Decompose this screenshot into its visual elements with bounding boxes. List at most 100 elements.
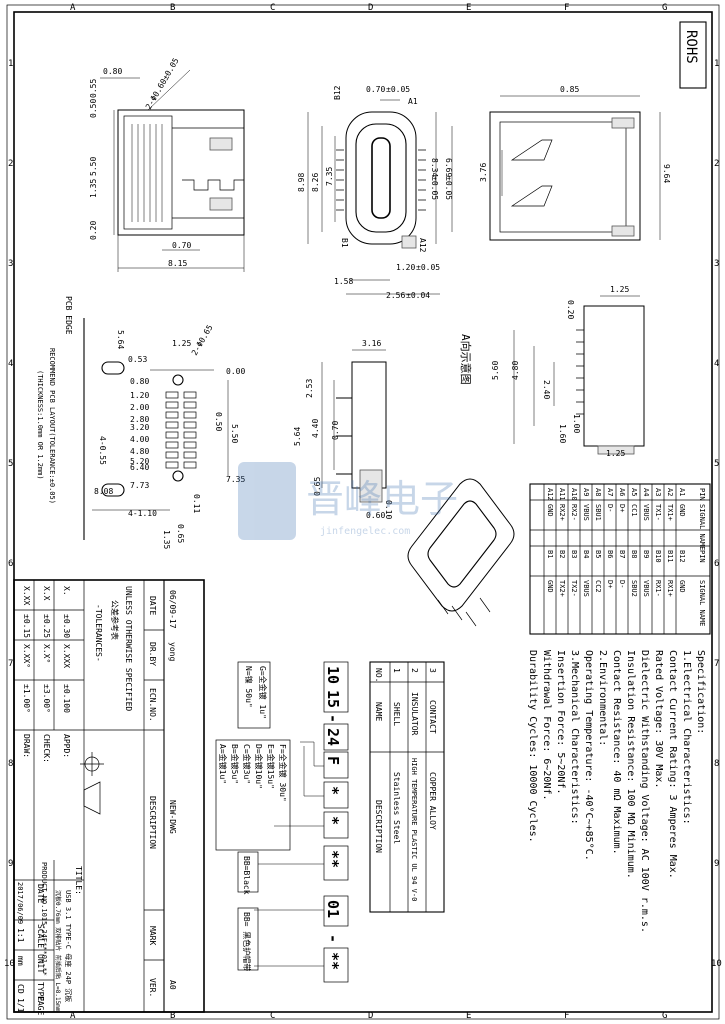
pn-frame	[323, 811, 349, 839]
projection-symbol-icon	[80, 752, 104, 815]
pcb-title: (THICKNESS:1.0mm OR 1.2mm)	[36, 370, 44, 480]
pn-box: 10	[324, 666, 342, 684]
zone-number: 6	[714, 559, 719, 569]
view-a-body	[583, 305, 645, 447]
pn-box: **	[324, 952, 342, 970]
pn-frame	[323, 845, 349, 881]
spec-line: 1.Electrical Characteristics:	[681, 650, 692, 825]
spec-line: Contact Resistance: 40 mΩ Maximum.	[611, 650, 622, 855]
pin-cell: B11	[666, 550, 674, 563]
material-cell: COPPER ALLOY	[428, 772, 437, 830]
dim-label: ±0.05	[386, 85, 410, 94]
dim-label: 0.85	[560, 85, 579, 94]
pcb-oval-pad	[101, 361, 125, 375]
pin-cell: D+	[618, 504, 626, 512]
tol-cell: X.XX°	[22, 644, 31, 668]
pin-table: PIN SIGNAL NAME PIN SIGNAL NAME A1 GND B…	[529, 483, 711, 635]
dim-label: 1.35	[162, 530, 171, 549]
pin-cell: B10	[654, 550, 662, 563]
plating-option: C=金镀3u"	[242, 744, 252, 784]
dim-label: 2.40	[542, 380, 551, 399]
zone-letter: F	[564, 3, 569, 13]
pin-cell: A6	[618, 488, 626, 496]
dim-label: 5.20	[130, 457, 149, 466]
zone-number: 8	[8, 759, 13, 769]
zone-number: 4	[714, 359, 719, 369]
pn-box: -	[324, 714, 342, 723]
side-view-foot	[611, 225, 635, 237]
bottom-header: TYPE	[36, 982, 45, 1001]
top-view-tab	[209, 137, 233, 151]
pin-cell: B1	[546, 550, 554, 558]
zone-number: 9	[8, 859, 13, 869]
pin-header: SIGNAL NAME	[698, 580, 706, 626]
dim-label: 1.00	[572, 414, 581, 433]
dim-label: 1.35	[89, 179, 98, 198]
zone-number: 1	[714, 59, 719, 69]
dim-label: 4-1.10	[128, 509, 157, 518]
pcb-layout-view: PCB EDGE RECOMMEND PCB LAYOUT(TOLERANCE:…	[36, 296, 245, 549]
plating-option: B=金镀5u"	[230, 744, 240, 784]
view-a: A向示意图 1.25 0.20 5.60 4.80 2.40 1.00 1.60…	[459, 285, 645, 458]
isometric-opening	[427, 500, 497, 588]
side-view-foot	[611, 117, 635, 129]
dim-label: 0.80	[103, 67, 122, 76]
pn-frame	[323, 751, 349, 779]
pin-cell: CC2	[594, 580, 602, 593]
dim-label: 0.65	[313, 477, 322, 496]
leader-line	[147, 69, 191, 111]
dim-label: 2-Φ0.60±0.05	[144, 56, 181, 111]
zone-letter: B	[170, 3, 175, 13]
material-header: NAME	[374, 702, 383, 721]
bottom-value: 1:1	[16, 928, 25, 943]
dim-label: 7.35	[226, 475, 245, 484]
material-cell: CONTACT	[428, 700, 437, 734]
dim-label: 0.55	[89, 79, 98, 98]
pn-box: 01	[324, 900, 342, 918]
spec-line: Insulation Resistance: 100 MΩ Minimum.	[625, 650, 636, 879]
title-block: DATE DR.BY ECN.NO. DESCRIPTION MARK VER.…	[13, 579, 205, 1015]
part-number-code: 10 15 - 24 F * * ** 01 - ** F=全金镀 30u" E…	[215, 661, 349, 983]
zone-number: 10	[711, 959, 722, 969]
unless-text: UNLESS OTHERWISE SPECIFIED	[124, 586, 133, 711]
dim-label: 3.20	[130, 423, 149, 432]
rev-cell: A0	[168, 980, 177, 990]
tol-cell: X.XXX	[62, 644, 71, 668]
dim-label: 0.11	[192, 494, 201, 513]
dim-label: 2-Φ0.65	[190, 323, 215, 357]
zone-letter: G	[662, 3, 667, 13]
material-header: NO.	[374, 668, 383, 682]
rev-header: ECN.NO.	[148, 688, 157, 722]
zone-letters-bottom: A B C D E F G	[70, 1011, 667, 1021]
rev-cell: yong	[168, 642, 177, 661]
pin-cell: GND	[678, 504, 686, 517]
dim-label: 1.25	[606, 449, 625, 458]
dim-label: 1.60	[558, 424, 567, 443]
top-view-tab	[209, 197, 233, 211]
dim-label: 0.50	[89, 99, 98, 118]
bottom-header: SCALE	[36, 924, 45, 948]
dim-label: 2.00	[130, 403, 149, 412]
tol-cell: APPD:	[62, 734, 71, 758]
pn-box: -	[324, 934, 342, 943]
dim-label: 2.56	[386, 291, 405, 300]
tol-cell: X.X	[42, 586, 51, 601]
side-view-2-peg	[359, 469, 383, 503]
rev-header: DATE	[148, 596, 157, 615]
top-view-body	[117, 109, 245, 236]
pin-header: SIGNAL NAME	[698, 504, 706, 550]
dim-label: 2.80	[130, 415, 149, 424]
dim-label: 4-0.55	[98, 436, 107, 465]
isometric-shell	[407, 478, 515, 612]
zone-number: 5	[714, 459, 719, 469]
plating-option: F=全金镀 30u"	[278, 744, 288, 802]
unless-cn: 公差参考表	[110, 600, 120, 640]
materials-frame	[369, 661, 445, 913]
pin-header: PIN	[698, 488, 706, 501]
plating-option: N=镍 50u"	[244, 666, 254, 708]
pcb-pad-rows	[165, 391, 197, 469]
pn-box: 15	[324, 690, 342, 708]
plating-option: E=金镀15u"	[266, 744, 276, 789]
pin-cell: B7	[618, 550, 626, 558]
